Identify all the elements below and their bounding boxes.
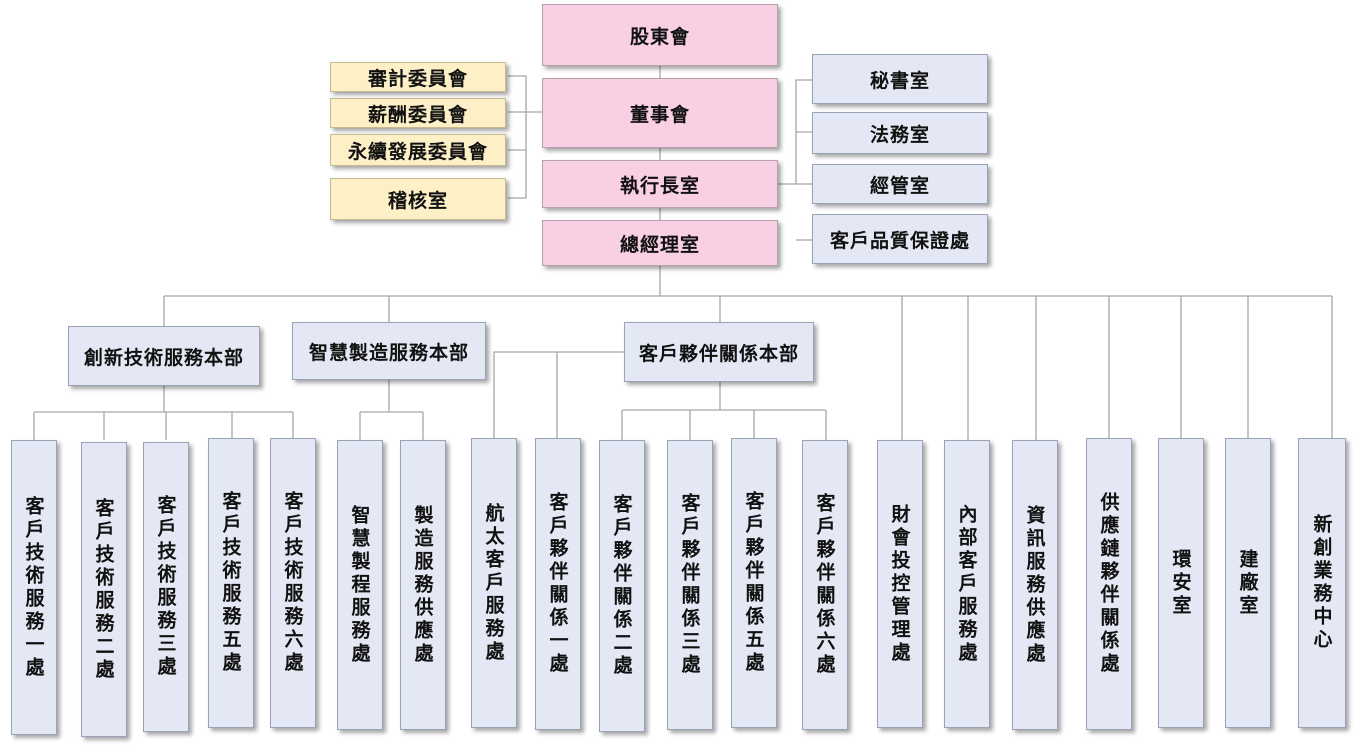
node-label: 薪酬委員會 xyxy=(367,103,468,126)
compensation-committee-box: 薪酬委員會 xyxy=(330,98,506,128)
node-label: 法務室 xyxy=(869,123,930,146)
ceo-office-box: 執行長室 xyxy=(542,160,778,208)
unit-label: 客戶技術服務六處 xyxy=(281,491,304,675)
shareholders-box: 股東會 xyxy=(542,4,778,66)
unit-label: 製造服務供應處 xyxy=(411,504,434,666)
unit-box: 客戶技術服務五處 xyxy=(208,438,254,728)
unit-box: 建廠室 xyxy=(1225,438,1271,728)
unit-box: 資訊服務供應處 xyxy=(1012,440,1058,730)
unit-box: 內部客戶服務處 xyxy=(944,440,990,728)
node-label: 經管室 xyxy=(869,174,930,197)
partnership-division-box: 客戶夥伴關係本部 xyxy=(624,322,814,382)
unit-label: 新創業務中心 xyxy=(1310,514,1333,652)
unit-label: 客戶技術服務一處 xyxy=(22,495,45,680)
unit-label: 客戶技術服務三處 xyxy=(154,495,177,679)
unit-label: 客戶夥伴關係五處 xyxy=(742,491,765,675)
unit-box: 客戶夥伴關係一處 xyxy=(535,438,581,730)
unit-box: 航太客戶服務處 xyxy=(471,438,517,728)
legal-office-box: 法務室 xyxy=(812,112,988,154)
unit-box: 客戶夥伴關係二處 xyxy=(599,440,645,732)
gm-office-box: 總經理室 xyxy=(542,220,778,266)
quality-assurance-box: 客戶品質保證處 xyxy=(812,214,988,264)
unit-label: 客戶夥伴關係一處 xyxy=(546,492,569,676)
node-label: 創新技術服務本部 xyxy=(83,346,244,369)
unit-label: 客戶夥伴關係六處 xyxy=(813,493,836,677)
node-label: 秘書室 xyxy=(869,69,930,92)
node-label: 執行長室 xyxy=(619,174,700,197)
board-box: 董事會 xyxy=(542,78,778,148)
smart-manufacturing-division-box: 智慧製造服務本部 xyxy=(292,322,486,380)
unit-label: 客戶技術服務五處 xyxy=(219,491,242,675)
unit-box: 智慧製程服務處 xyxy=(337,440,383,730)
unit-box: 財會投控管理處 xyxy=(877,440,923,728)
unit-label: 建廠室 xyxy=(1236,548,1259,618)
node-label: 客戶夥伴關係本部 xyxy=(638,342,799,365)
unit-box: 客戶技術服務六處 xyxy=(270,438,316,728)
node-label: 永續發展委員會 xyxy=(347,140,488,163)
sustainability-committee-box: 永續發展委員會 xyxy=(330,134,506,166)
unit-label: 客戶夥伴關係三處 xyxy=(678,493,701,677)
unit-box: 客戶技術服務三處 xyxy=(143,442,189,732)
node-label: 總經理室 xyxy=(619,233,700,256)
unit-label: 財會投控管理處 xyxy=(888,503,911,665)
unit-label: 環安室 xyxy=(1169,548,1192,618)
unit-label: 客戶夥伴關係二處 xyxy=(610,494,633,678)
unit-label: 客戶技術服務二處 xyxy=(92,497,115,682)
node-label: 董事會 xyxy=(629,103,690,126)
unit-box: 製造服務供應處 xyxy=(400,440,446,730)
node-label: 審計委員會 xyxy=(367,67,468,90)
unit-box: 環安室 xyxy=(1158,438,1204,728)
node-label: 智慧製造服務本部 xyxy=(308,341,469,364)
node-label: 股東會 xyxy=(629,25,690,48)
management-office-box: 經管室 xyxy=(812,164,988,204)
node-label: 客戶品質保證處 xyxy=(829,229,970,252)
unit-box: 客戶夥伴關係六處 xyxy=(802,440,848,730)
unit-box: 客戶技術服務二處 xyxy=(81,442,127,737)
unit-label: 航太客戶服務處 xyxy=(482,502,505,664)
unit-box: 客戶技術服務一處 xyxy=(11,440,57,735)
unit-label: 內部客戶服務處 xyxy=(955,503,978,665)
unit-label: 資訊服務供應處 xyxy=(1023,504,1046,666)
node-label: 稽核室 xyxy=(387,189,448,212)
internal-audit-box: 稽核室 xyxy=(330,178,506,220)
innovation-division-box: 創新技術服務本部 xyxy=(68,326,260,386)
unit-box: 新創業務中心 xyxy=(1298,438,1346,728)
unit-box: 供應鏈夥伴關係處 xyxy=(1086,438,1132,730)
unit-box: 客戶夥伴關係三處 xyxy=(667,440,713,730)
unit-label: 供應鏈夥伴關係處 xyxy=(1097,492,1120,676)
unit-label: 智慧製程服務處 xyxy=(348,504,371,666)
unit-box: 客戶夥伴關係五處 xyxy=(731,438,777,728)
audit-committee-box: 審計委員會 xyxy=(330,62,506,92)
secretary-office-box: 秘書室 xyxy=(812,54,988,104)
